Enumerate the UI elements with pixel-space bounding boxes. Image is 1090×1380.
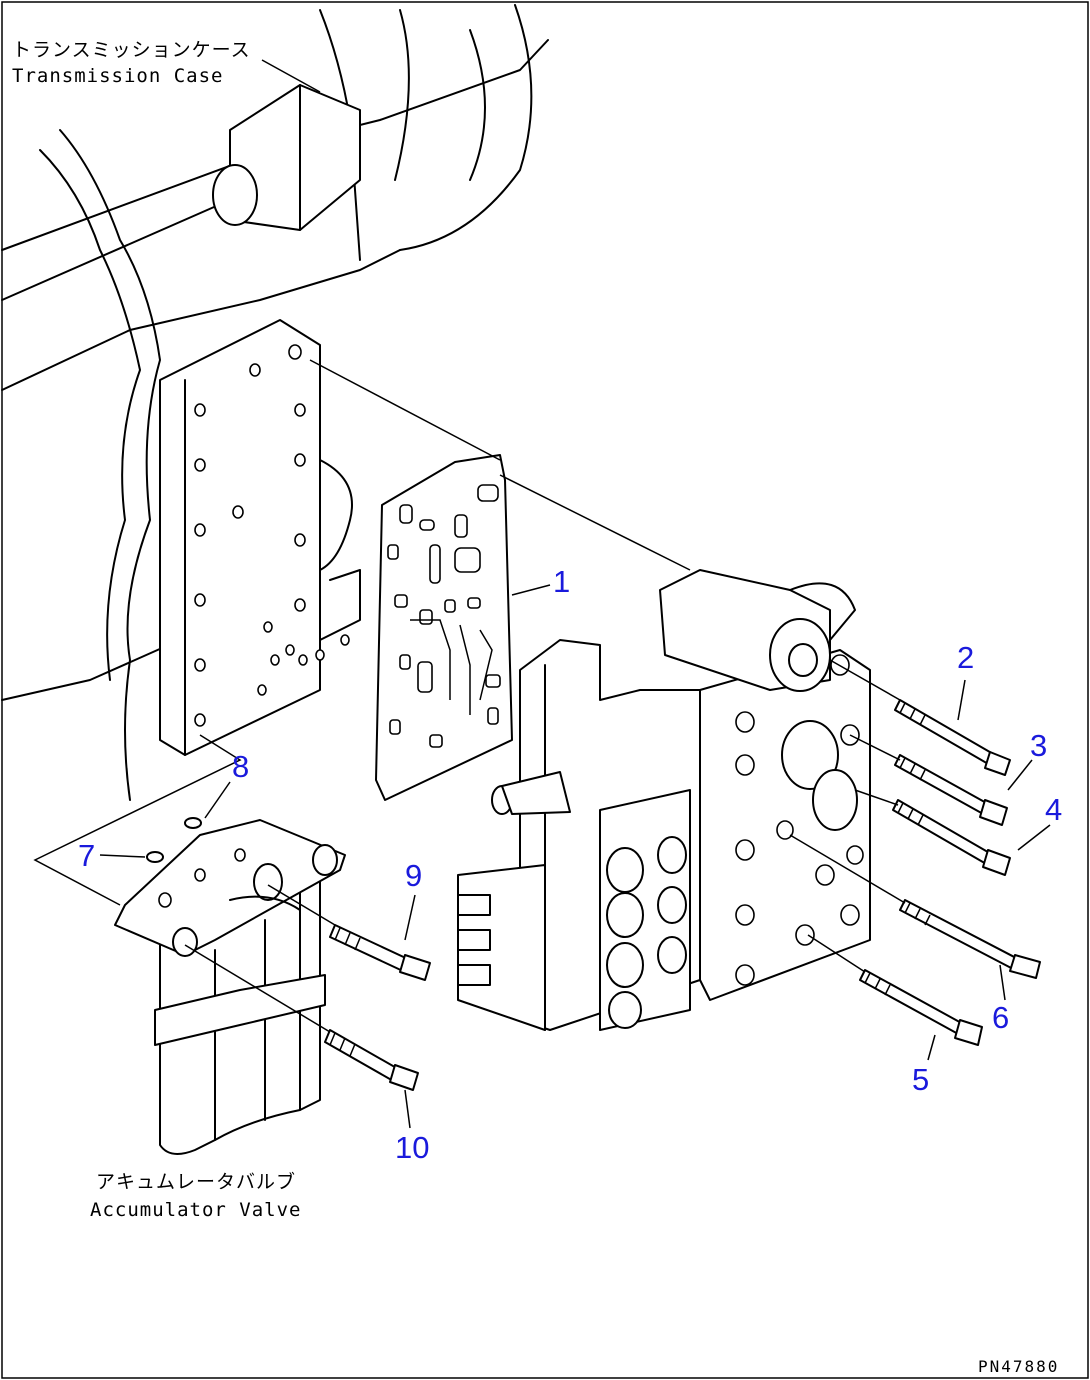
o-ring-7 (146, 851, 164, 863)
callout-9: 9 (405, 858, 422, 893)
callout-4: 4 (1045, 792, 1062, 827)
callout-8: 8 (232, 749, 249, 784)
bolt-5 (859, 969, 983, 1046)
bolt-4 (892, 799, 1011, 876)
callout-7: 7 (78, 838, 95, 873)
gasket (375, 454, 513, 801)
valve-bolt-holes (735, 654, 864, 986)
callout-1: 1 (553, 564, 570, 599)
callout-leaders (99, 584, 1051, 1129)
accumulator-valve-label-jp: アキュムレータバルブ (96, 1170, 296, 1193)
transmission-case (1, 4, 549, 801)
bolt-10 (324, 1029, 419, 1091)
drawing-code: PN47880 (978, 1357, 1059, 1376)
bolts-right (859, 699, 1041, 1046)
transmission-case-label-jp: トランスミッションケース (12, 39, 251, 61)
mounting-holes (194, 344, 350, 727)
leader-transmission-case (261, 59, 321, 93)
bolt-6 (899, 899, 1041, 979)
transmission-case-label-en: Transmission Case (12, 65, 223, 87)
callout-10: 10 (395, 1130, 429, 1165)
callout-5: 5 (912, 1062, 929, 1097)
callout-2: 2 (957, 640, 974, 675)
accumulator-valve-label-en: Accumulator Valve (90, 1199, 301, 1221)
transmission-control-valve (457, 569, 871, 1031)
callout-3: 3 (1030, 728, 1047, 763)
callout-6: 6 (992, 1000, 1009, 1035)
accumulator-valve (114, 819, 346, 1155)
bolt-9 (329, 924, 431, 981)
bolt-3 (894, 754, 1008, 826)
o-ring-8 (184, 817, 202, 829)
bolt-2 (894, 699, 1011, 776)
part-callouts: 1 2 3 4 5 6 7 8 9 10 (78, 564, 1062, 1165)
alignment-lines (33, 359, 906, 1033)
